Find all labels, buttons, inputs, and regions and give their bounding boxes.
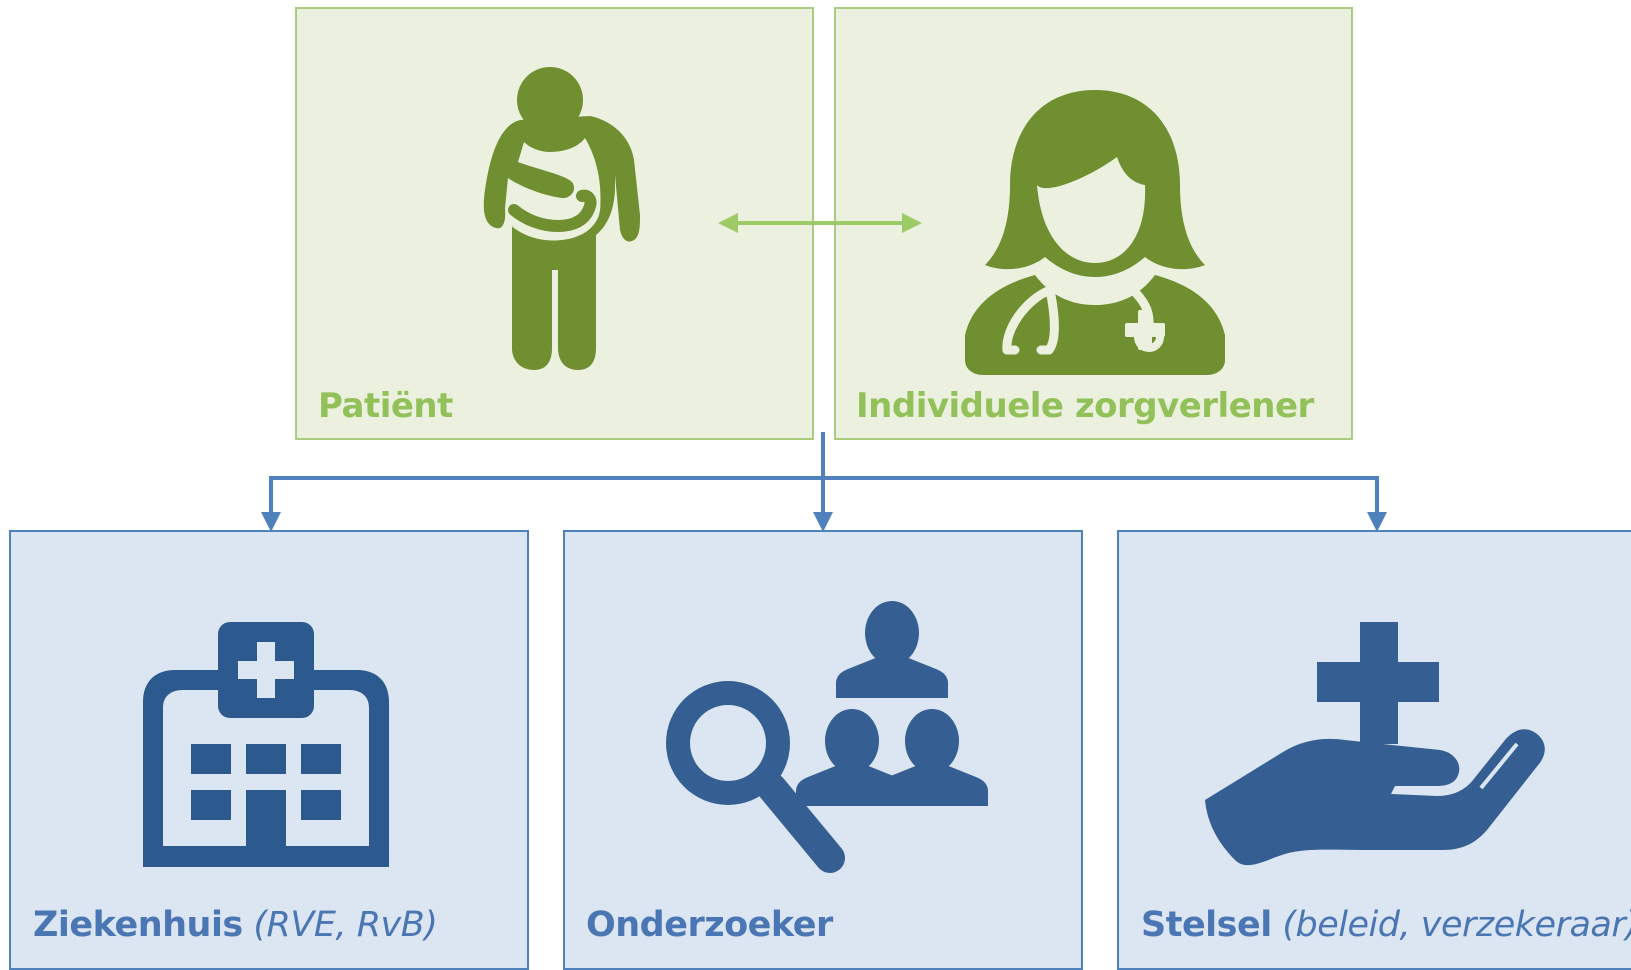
hospital-icon bbox=[143, 622, 389, 867]
female-doctor-icon bbox=[965, 90, 1225, 375]
researcher-title: Onderzoeker bbox=[586, 905, 833, 945]
system-subtitle: (beleid, verzekeraar) bbox=[1271, 905, 1631, 945]
caregiver-label: Individuele zorgverlener bbox=[856, 386, 1314, 426]
patient-label: Patiënt bbox=[318, 386, 453, 426]
research-group-icon bbox=[666, 601, 988, 873]
researcher-box bbox=[563, 530, 1083, 970]
system-title: Stelsel bbox=[1141, 905, 1272, 945]
hospital-label: Ziekenhuis (RVE, RvB) bbox=[33, 905, 438, 945]
hand-with-cross-icon bbox=[1205, 622, 1545, 866]
hospital-title: Ziekenhuis bbox=[33, 905, 243, 945]
hospital-subtitle: (RVE, RvB) bbox=[242, 905, 438, 945]
sick-patient-icon bbox=[483, 67, 640, 370]
researcher-label: Onderzoeker bbox=[586, 905, 833, 945]
system-label: Stelsel (beleid, verzekeraar) bbox=[1141, 905, 1631, 945]
